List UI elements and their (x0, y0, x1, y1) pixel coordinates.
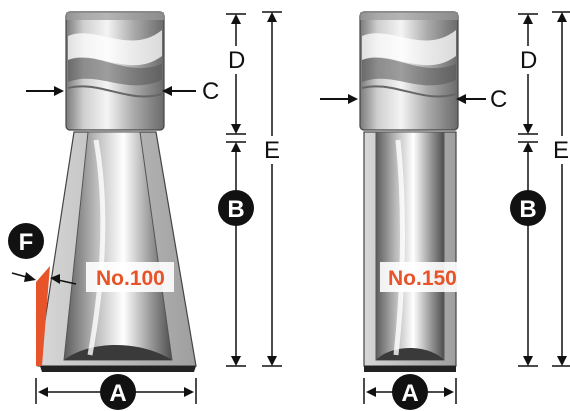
dim-c-no100: C (26, 78, 219, 105)
dim-e-label: E (264, 137, 280, 164)
dim-a-badge (100, 374, 136, 410)
dim-a-no100: A (35, 374, 197, 410)
dim-b-badge (510, 190, 546, 226)
dim-a-label: A (109, 380, 126, 407)
dim-d-no150: D (518, 13, 538, 135)
cutter-no100 (37, 131, 197, 372)
dim-a-no150: A (363, 374, 457, 410)
dim-d-no100: D (226, 13, 246, 135)
bit-no100: C D B E (8, 11, 282, 410)
dim-e-no150: E (552, 11, 570, 367)
dim-f-label: F (19, 229, 34, 256)
cutter-no150 (363, 131, 457, 372)
dim-e-no100: E (262, 11, 282, 367)
dim-b-badge (218, 190, 254, 226)
dim-a-label: A (401, 380, 418, 407)
dim-c-label: C (202, 78, 219, 105)
dim-b-no100: B (218, 141, 254, 367)
dim-b-label: B (519, 196, 536, 223)
shank-no150 (359, 11, 459, 131)
dim-c-no150: C (320, 86, 507, 113)
model-label-no100: No.100 (96, 267, 165, 290)
dim-f-no100: F (8, 223, 77, 285)
bit-no150: C D B E (320, 11, 570, 410)
dim-d-label: D (520, 47, 537, 74)
model-label-no150: No.150 (388, 267, 457, 290)
dim-c-label: C (490, 86, 507, 113)
angle-f-marker (36, 266, 50, 366)
dim-f-badge (8, 223, 44, 259)
shank-no100 (65, 11, 165, 131)
dim-a-badge (392, 374, 428, 410)
dim-b-no150: B (510, 141, 546, 367)
dim-e-label: E (553, 137, 569, 164)
dim-d-label: D (228, 47, 245, 74)
dim-b-label: B (227, 196, 244, 223)
